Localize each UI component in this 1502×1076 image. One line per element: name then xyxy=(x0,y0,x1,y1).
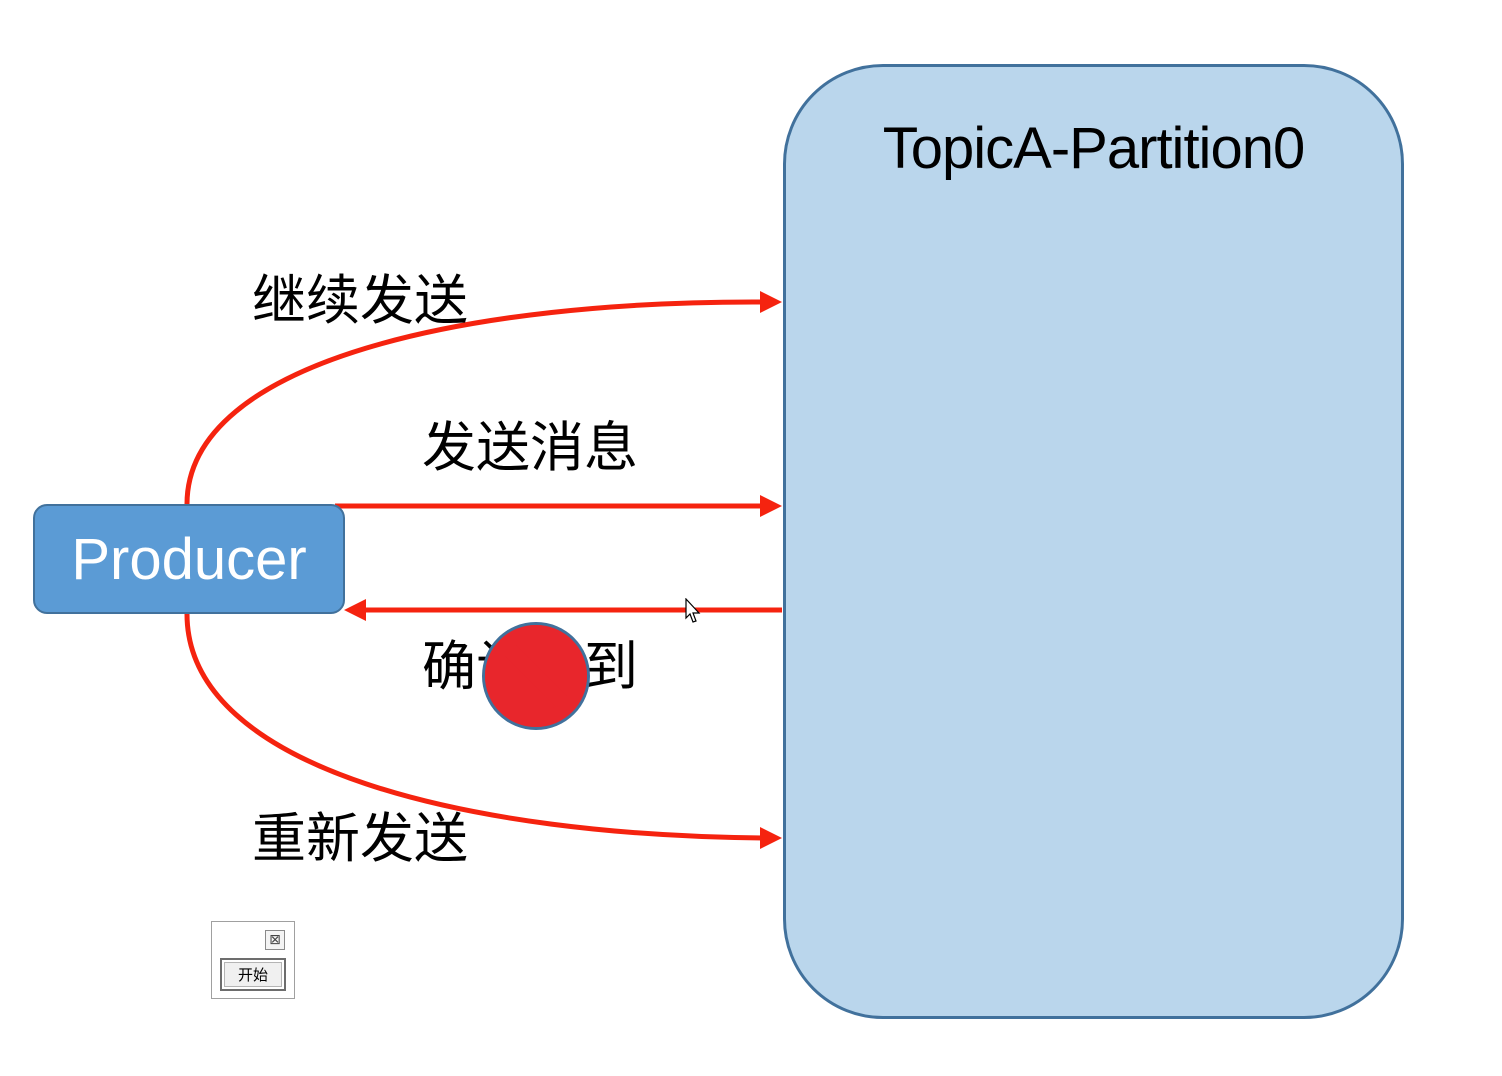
close-icon[interactable]: ⊠ xyxy=(265,930,285,950)
continue-send-arrowhead xyxy=(760,291,782,313)
prohibited-icon xyxy=(482,622,590,730)
topic-partition-box: TopicA-Partition0 xyxy=(783,64,1404,1019)
continue-send-label: 继续发送 xyxy=(252,269,468,332)
start-button[interactable]: 开始 xyxy=(220,958,286,991)
producer-box: Producer xyxy=(33,504,345,614)
send-message-arrowhead xyxy=(760,495,782,517)
resend-label: 重新发送 xyxy=(252,807,468,870)
continue-send-arrow xyxy=(184,299,769,505)
send-message-label: 发送消息 xyxy=(422,416,638,479)
resend-arrowhead xyxy=(760,827,782,849)
partition-title: TopicA-Partition0 xyxy=(882,116,1305,181)
resend-arrow xyxy=(184,613,769,841)
mouse-cursor-icon xyxy=(685,598,701,623)
ack-arrowhead xyxy=(344,599,366,621)
mini-control-window: ⊠ 开始 xyxy=(211,921,295,999)
producer-label: Producer xyxy=(71,526,307,592)
